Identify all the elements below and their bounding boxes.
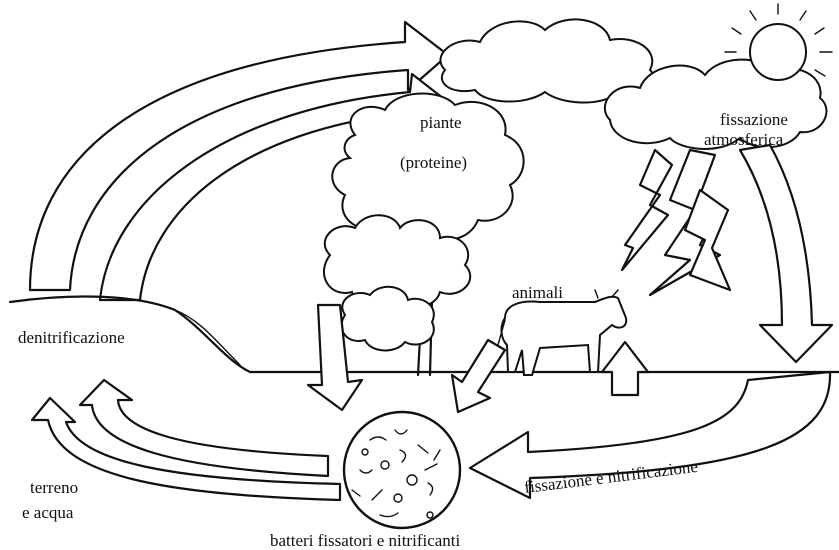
plants-label: piante (420, 113, 462, 132)
bacteria-circle (344, 412, 460, 528)
atmospheric-fixation-arrow (740, 145, 832, 362)
fixation-label-line2: atmosferica (704, 130, 784, 149)
soil-water-label-line2: e acqua (22, 503, 74, 522)
ground-to-animal-arrow (602, 342, 648, 395)
soil-water-label-line1: terreno (30, 478, 78, 497)
lightning-bolt-left (622, 150, 672, 270)
plants-proteins-label: (proteine) (400, 153, 467, 172)
bacteria-label: batteri fissatori e nitrificanti (270, 531, 461, 550)
tree-illustration (324, 94, 524, 375)
animals-label: animali (512, 283, 563, 302)
fixation-label-line1: fissazione (720, 110, 788, 129)
cow-illustration (498, 290, 626, 375)
animals-to-bacteria-arrow (452, 340, 505, 412)
denitrification-label: denitrificazione (18, 328, 125, 347)
